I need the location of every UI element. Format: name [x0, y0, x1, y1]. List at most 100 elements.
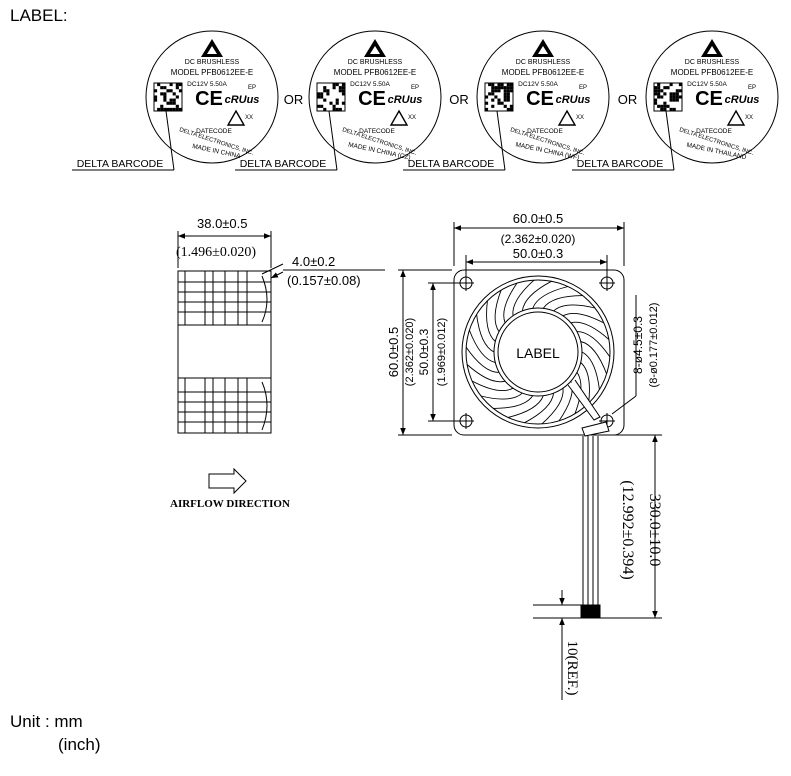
- impeller-blade: [576, 331, 611, 358]
- or-separators: OR OR OR: [284, 92, 638, 107]
- ce-mark-icon: CE: [526, 88, 554, 110]
- barcode-callouts: DELTA BARCODE DELTA BARCODE DELTA BARCODE D…: [72, 110, 675, 171]
- barcode-square: [316, 82, 346, 112]
- or-separator: OR: [449, 92, 469, 107]
- impeller-blade: [580, 362, 590, 404]
- impeller-blade: [466, 364, 506, 383]
- label-model: MODEL PFB0612EE-E: [502, 68, 584, 77]
- ce-mark-icon: CE: [695, 88, 723, 110]
- impeller-blade: [512, 279, 535, 316]
- impeller-blade: [493, 395, 534, 409]
- front-vpitch-mm: 50.0±0.3: [417, 328, 431, 375]
- hole-dia-inch: (8-ø0.177±0.012): [648, 303, 660, 388]
- impeller-blade: [486, 300, 496, 342]
- ep-mark: EP: [579, 85, 587, 91]
- impeller-blade: [480, 392, 523, 400]
- xx-mark: XX: [408, 115, 416, 121]
- barcode-callout-label: DELTA BARCODE: [240, 158, 327, 170]
- hub: [493, 307, 583, 397]
- barcode-callout: DELTA BARCODE: [235, 110, 338, 171]
- impeller-blade: [476, 314, 495, 353]
- front-height-inch: (2.362±0.020): [404, 318, 416, 386]
- impeller-blade: [471, 380, 514, 392]
- barcode-square: [484, 82, 514, 112]
- label-brand: DC BRUSHLESS: [685, 59, 740, 66]
- barcode-callout-label: DELTA BARCODE: [577, 158, 664, 170]
- ul-mark-icon: cRUus: [225, 94, 260, 106]
- label-datecode: DATECODE: [527, 128, 563, 135]
- barcode-callout: DELTA BARCODE: [72, 110, 175, 171]
- barcode-callout-label: DELTA BARCODE: [77, 158, 164, 170]
- wire-strip-ref: 10(REF.): [564, 640, 580, 695]
- barcode-square: [153, 82, 183, 112]
- impeller-blade: [532, 286, 569, 309]
- recycle-triangle-icon: [557, 109, 577, 126]
- hole-dia-mm: 8-ø4.5±0.3: [631, 316, 645, 374]
- impeller-blade: [524, 393, 555, 424]
- wire-connector-ends: [580, 604, 601, 619]
- xx-mark: XX: [576, 115, 584, 121]
- airflow-arrow-icon: [208, 467, 247, 495]
- side-width-inch: (1.496±0.020): [176, 245, 256, 260]
- label-disc: [476, 30, 610, 164]
- label-disc: [308, 30, 442, 164]
- impeller-blade: [541, 388, 564, 425]
- impeller-blade: [521, 280, 552, 311]
- label-variants-row: DC BRUSHLESS MODEL PFB0612EE-E DC12V 5.50A…: [145, 30, 779, 164]
- label-model: MODEL PFB0612EE-E: [671, 68, 753, 77]
- barcode-callout: DELTA BARCODE: [403, 110, 506, 171]
- label-section-heading: LABEL:: [10, 6, 68, 25]
- front-outer-mm: 60.0±0.5: [513, 211, 564, 226]
- label-brand: DC BRUSHLESS: [348, 59, 403, 66]
- wire-length-mm: 330.0±10.0: [646, 494, 663, 567]
- front-outer-inch: (2.362±0.020): [501, 232, 576, 246]
- label-model: MODEL PFB0612EE-E: [334, 68, 416, 77]
- side-view: [177, 231, 385, 495]
- label-brand: DC BRUSHLESS: [185, 59, 240, 66]
- front-pitch-mm: 50.0±0.3: [513, 246, 564, 261]
- impeller-blade: [562, 312, 605, 324]
- side-width-mm: 38.0±0.5: [197, 216, 248, 231]
- impeller-blade: [507, 395, 544, 418]
- ep-mark: EP: [748, 85, 756, 91]
- recycle-triangle-icon: [226, 109, 246, 126]
- ul-mark-icon: cRUus: [556, 94, 591, 106]
- ul-mark-icon: cRUus: [725, 94, 760, 106]
- front-vpitch-inch: (1.969±0.012): [436, 318, 448, 386]
- xx-mark: XX: [245, 115, 253, 121]
- front-height-mm: 60.0±0.5: [386, 327, 401, 378]
- recycle-triangle-icon: [389, 109, 409, 126]
- wire-length-inch: (12.992±0.394): [619, 480, 636, 579]
- barcode-callout-label: DELTA BARCODE: [408, 158, 495, 170]
- impeller-blade: [465, 346, 500, 373]
- unit-secondary: (inch): [58, 735, 101, 754]
- impeller-blade: [570, 321, 610, 340]
- label-brand: DC BRUSHLESS: [516, 59, 571, 66]
- front-frame: [453, 269, 625, 436]
- impeller-blade: [468, 329, 496, 363]
- impeller-blade: [580, 341, 608, 375]
- label-rating: DC12V 5.50A: [518, 81, 558, 88]
- impeller-blade: [503, 282, 518, 323]
- impeller-outer: [461, 275, 615, 429]
- or-separator: OR: [284, 92, 304, 107]
- side-view-upper-fins: [178, 271, 271, 326]
- label-datecode: DATECODE: [359, 128, 395, 135]
- label-datecode: DATECODE: [696, 128, 732, 135]
- ep-mark: EP: [248, 85, 256, 91]
- label-rating: DC12V 5.50A: [187, 81, 227, 88]
- ep-mark: EP: [411, 85, 419, 91]
- ce-mark-icon: CE: [195, 88, 223, 110]
- label-rating: DC12V 5.50A: [687, 81, 727, 88]
- or-separator: OR: [618, 92, 638, 107]
- label-datecode: DATECODE: [196, 128, 232, 135]
- label-disc: [645, 30, 779, 164]
- recycle-triangle-icon: [726, 109, 746, 126]
- side-gap-inch: (0.157±0.08): [287, 273, 361, 288]
- impeller-blade: [581, 351, 600, 390]
- impeller-blade: [542, 295, 583, 309]
- ce-mark-icon: CE: [358, 88, 386, 110]
- side-view-lower-fins: [178, 377, 271, 433]
- label-disc: [145, 30, 279, 164]
